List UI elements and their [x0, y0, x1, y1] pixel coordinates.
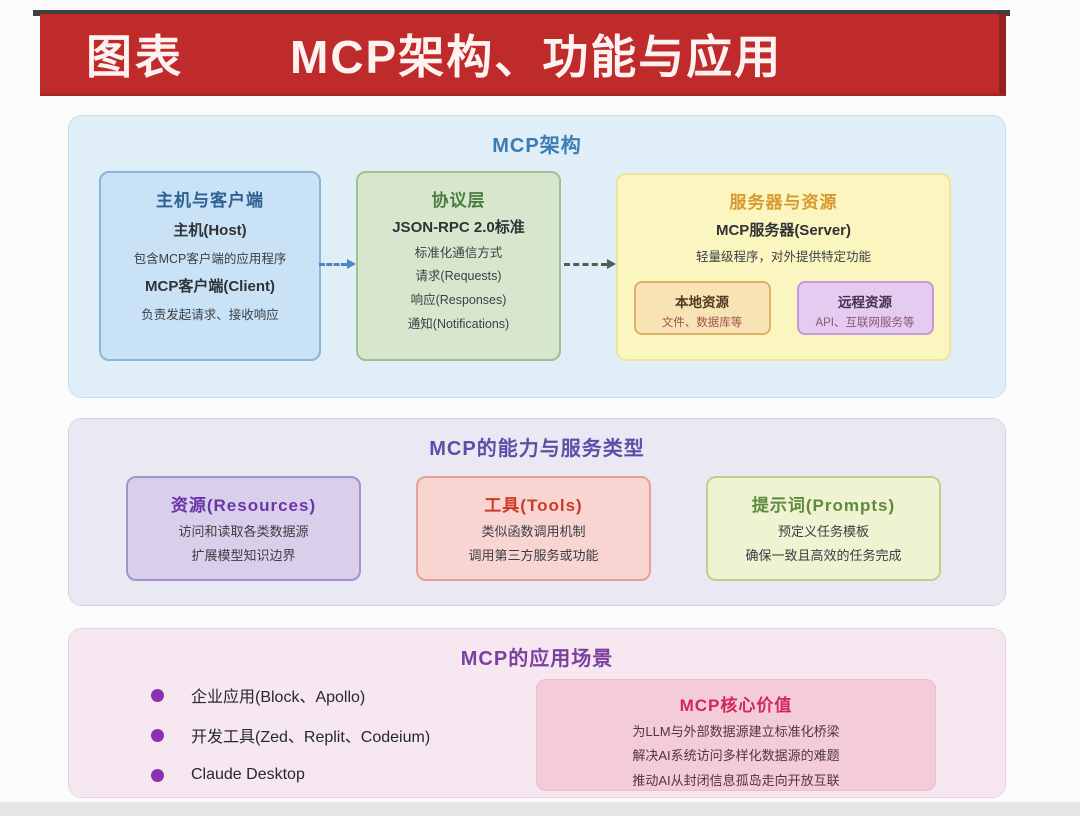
page-title: MCP架构、功能与应用	[290, 30, 783, 83]
bullet-label: 开发工具(Zed、Replit、Codeium)	[191, 729, 431, 746]
arrow-head-icon	[607, 259, 616, 269]
list-item: Claude Desktop	[151, 764, 430, 786]
server-line: MCP服务器(Server)	[715, 222, 852, 239]
core-value-line: 推动AI从封闭信息孤岛走向开放互联	[632, 772, 840, 788]
host-line: MCP客户端(Client)	[145, 278, 275, 296]
prompts-card-title: 提示词(Prompts)	[751, 496, 896, 515]
prompts-line: 确保一致且高效的任务完成	[745, 548, 902, 564]
remote-resources-card: 远程资源 API、互联网服务等	[796, 281, 934, 336]
server-resources-card-title: 服务器与资源	[729, 193, 838, 212]
section-capabilities-title: MCP的能力与服务类型	[429, 438, 645, 460]
list-item: 企业应用(Block、Apollo)	[151, 684, 430, 706]
server-resources-card: 服务器与资源 MCP服务器(Server) 轻量级程序，对外提供特定功能 本地资…	[616, 173, 951, 361]
protocol-layer-card-title: 协议层	[431, 191, 486, 210]
protocol-line: JSON-RPC 2.0标准	[392, 219, 525, 236]
host-line: 负责发起请求、接收响应	[141, 308, 279, 323]
bullet-label: 企业应用(Block、Apollo)	[191, 689, 366, 706]
core-value-line: 解决AI系统访问多样化数据源的难题	[632, 748, 840, 764]
bullet-label: Claude Desktop	[191, 766, 305, 783]
remote-resources-text: API、互联网服务等	[815, 317, 915, 330]
protocol-line: 响应(Responses)	[410, 293, 507, 307]
section-capabilities: MCP的能力与服务类型 资源(Resources) 访问和读取各类数据源 扩展模…	[68, 418, 1006, 606]
resources-line: 扩展模型知识边界	[191, 548, 296, 564]
section-applications-title: MCP的应用场景	[460, 648, 614, 670]
local-resources-card: 本地资源 文件、数据库等	[633, 281, 771, 336]
resources-card: 资源(Resources) 访问和读取各类数据源 扩展模型知识边界	[126, 476, 361, 581]
core-value-card-title: MCP核心价值	[679, 696, 793, 715]
server-line: 轻量级程序，对外提供特定功能	[695, 249, 871, 264]
server-subcards-row: 本地资源 文件、数据库等 远程资源 API、互联网服务等	[633, 281, 934, 336]
bottom-gray-bar	[0, 802, 1080, 816]
host-line: 主机(Host)	[173, 222, 247, 239]
host-line: 包含MCP客户端的应用程序	[133, 251, 287, 266]
tools-line: 调用第三方服务或功能	[468, 548, 599, 564]
dashed-arrow-right-icon	[319, 259, 356, 269]
section-architecture: MCP架构 主机与客户端 主机(Host) 包含MCP客户端的应用程序 MCP客…	[68, 115, 1006, 398]
host-client-card: 主机与客户端 主机(Host) 包含MCP客户端的应用程序 MCP客户端(Cli…	[99, 171, 321, 361]
application-bullet-list: 企业应用(Block、Apollo) 开发工具(Zed、Replit、Codei…	[151, 684, 430, 804]
protocol-line: 通知(Notifications)	[407, 316, 510, 331]
host-client-card-title: 主机与客户端	[156, 191, 264, 210]
resources-card-title: 资源(Resources)	[170, 496, 317, 515]
bullet-icon	[151, 688, 164, 702]
section-applications: MCP的应用场景 企业应用(Block、Apollo) 开发工具(Zed、Rep…	[68, 628, 1006, 798]
arrow-head-icon	[347, 259, 356, 269]
prompts-line: 预定义任务模板	[777, 524, 869, 539]
tools-card-title: 工具(Tools)	[484, 496, 583, 515]
protocol-line: 请求(Requests)	[415, 269, 502, 284]
bullet-icon	[151, 728, 164, 742]
list-item: 开发工具(Zed、Replit、Codeium)	[151, 724, 430, 746]
section-architecture-title: MCP架构	[492, 135, 582, 157]
local-resources-text: 文件、数据库等	[661, 317, 743, 330]
resources-line: 访问和读取各类数据源	[178, 524, 309, 539]
core-value-line: 为LLM与外部数据源建立标准化桥梁	[632, 724, 840, 739]
arrow-dash-line	[319, 262, 347, 266]
top-shadow-bar	[33, 10, 1010, 16]
tools-line: 类似函数调用机制	[481, 524, 586, 539]
protocol-line: 标准化通信方式	[414, 245, 503, 260]
header-label: 图表	[86, 30, 184, 83]
prompts-card: 提示词(Prompts) 预定义任务模板 确保一致且高效的任务完成	[706, 476, 941, 581]
core-value-card: MCP核心价值 为LLM与外部数据源建立标准化桥梁 解决AI系统访问多样化数据源…	[536, 679, 936, 791]
dashed-arrow-right-icon	[564, 259, 616, 269]
remote-resources-title: 远程资源	[838, 295, 892, 311]
local-resources-title: 本地资源	[675, 295, 729, 311]
arrow-dash-line	[564, 262, 607, 266]
protocol-layer-card: 协议层 JSON-RPC 2.0标准 标准化通信方式 请求(Requests) …	[356, 171, 561, 361]
tools-card: 工具(Tools) 类似函数调用机制 调用第三方服务或功能	[416, 476, 651, 581]
bullet-icon	[151, 768, 164, 782]
header-banner: 图表 MCP架构、功能与应用	[40, 14, 1006, 96]
